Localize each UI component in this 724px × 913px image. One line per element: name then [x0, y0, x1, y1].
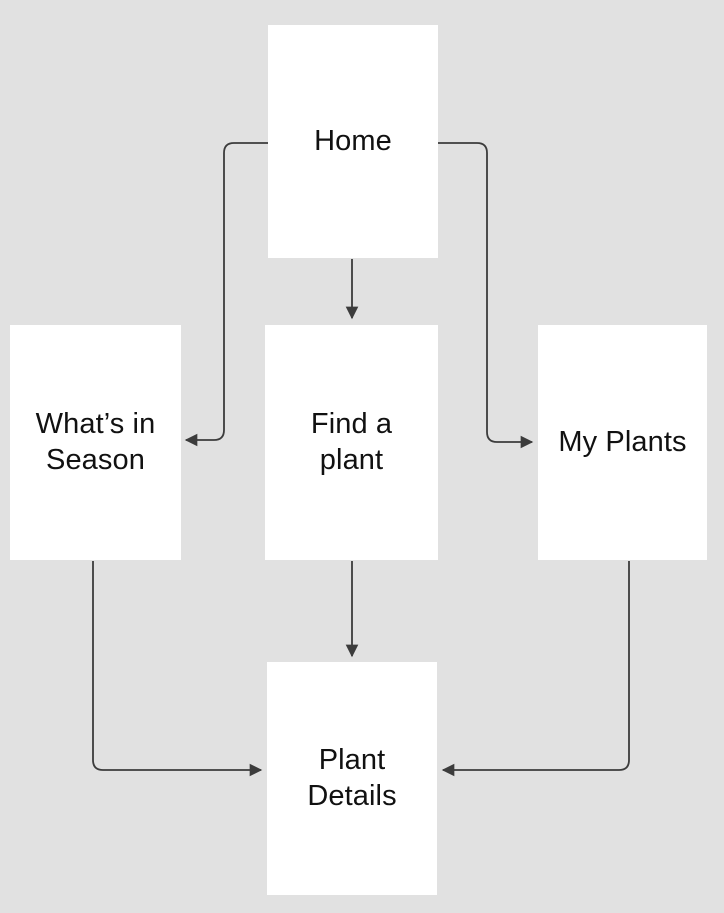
node-label-my-plants: My Plants: [558, 425, 687, 458]
node-label-whats-in-season: What’s in Season: [35, 408, 156, 476]
edge-myplants-to-details: [441, 561, 630, 777]
edge-home-to-season: [184, 142, 268, 447]
node-label-home: Home: [314, 124, 392, 157]
flowchart-node-home[interactable]: Home: [268, 25, 438, 258]
edge-home-to-myplants: [438, 142, 534, 449]
node-label-plant-details: Plant Details: [307, 744, 397, 812]
flowchart-node-my-plants[interactable]: My Plants: [538, 325, 707, 560]
edge-season-to-details: [92, 561, 263, 777]
flowchart-node-find-a-plant[interactable]: Find a plant: [265, 325, 438, 560]
node-label-find-a-plant: Find a plant: [310, 408, 393, 476]
flowchart-node-plant-details[interactable]: Plant Details: [267, 662, 437, 895]
flowchart-node-whats-in-season[interactable]: What’s in Season: [10, 325, 181, 560]
